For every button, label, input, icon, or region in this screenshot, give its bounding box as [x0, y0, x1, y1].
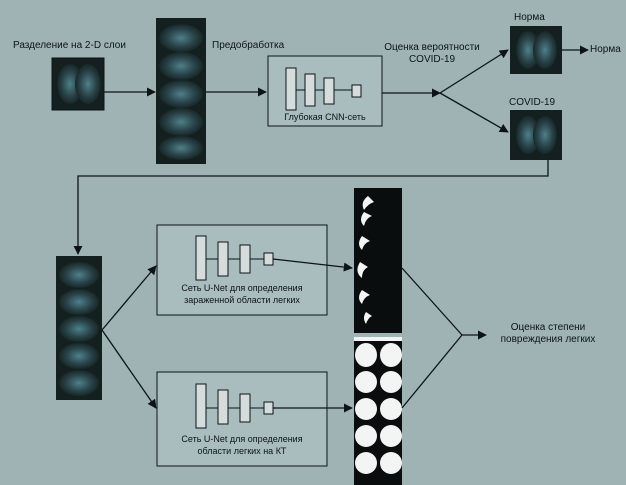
preprocessed-slice-stack: [156, 18, 206, 164]
label-preprocess: Предобработка: [212, 40, 285, 51]
label-covid: COVID-19: [509, 97, 556, 108]
lung-mask-stack: [354, 337, 402, 485]
label-probability-2: COVID-19: [408, 54, 456, 65]
label-split: Разделение на 2-D слои: [13, 40, 126, 51]
label-probability-1: Оценка вероятности: [384, 42, 480, 53]
label-cnn: Глубокая CNN-сеть: [284, 112, 366, 122]
label-damage-1: Оценка степени: [510, 322, 586, 333]
covid-scan: [510, 110, 562, 160]
label-unet-lungs-2: области легких на КТ: [197, 446, 287, 456]
covid-slice-stack: [56, 256, 102, 400]
unet-lungs-box: [156, 371, 328, 467]
label-unet-lungs-1: Сеть U-Net для определения: [181, 434, 303, 444]
unet-infected-box: [156, 224, 328, 316]
label-norm-top: Норма: [514, 12, 545, 23]
label-norm-right: Норма: [590, 44, 621, 55]
cnn-box: [267, 55, 383, 127]
infected-mask-stack: [354, 188, 402, 333]
input-slice-stack: [51, 57, 105, 111]
label-unet-infected-2: зараженной области легких: [184, 295, 300, 305]
label-damage-2: повреждения легких: [500, 334, 596, 345]
norm-scan: [510, 26, 562, 74]
label-unet-infected-1: Сеть U-Net для определения: [181, 283, 303, 293]
